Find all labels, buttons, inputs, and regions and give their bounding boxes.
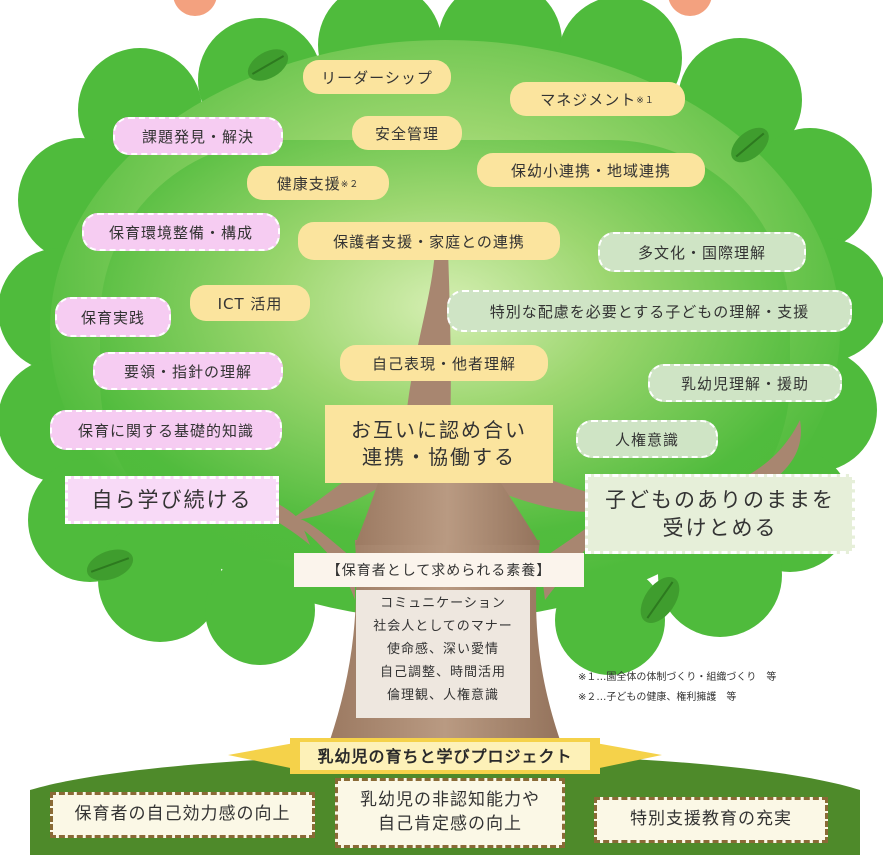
outcome-non-cognitive: 乳幼児の非認知能力や自己肯定感の向上 bbox=[335, 778, 565, 848]
footnote-2: ※２…子どもの健康、権利擁護 等 bbox=[578, 692, 737, 703]
qualities-title: 【保育者として求められる素養】 bbox=[294, 553, 584, 587]
label-human-rights: 人権意識 bbox=[576, 420, 718, 458]
label-special-needs: 特別な配慮を必要とする子どもの理解・支援 bbox=[447, 290, 852, 332]
quality-item: 使命感、深い愛情 bbox=[386, 642, 499, 657]
core-collaborate-line1: お互いに認め合い bbox=[351, 418, 527, 442]
label-infant-understanding: 乳幼児理解・援助 bbox=[648, 364, 842, 402]
footnote-1: ※１…園全体の体制づくり・組織づくり 等 bbox=[578, 672, 777, 683]
core-collaborate-line2: 連携・協働する bbox=[362, 445, 516, 469]
management-note-mark: ※１ bbox=[636, 95, 655, 106]
core-accept-line1: 子どものありのままを bbox=[605, 487, 835, 512]
outcome-non-cognitive-line2: 自己肯定感の向上 bbox=[378, 814, 522, 834]
project-banner-title: 乳幼児の育ちと学びプロジェクト bbox=[317, 747, 573, 766]
quality-item: 倫理観、人権意識 bbox=[386, 688, 499, 703]
health-note-mark: ※２ bbox=[340, 179, 360, 190]
label-kindergarten-link: 保幼小連携・地域連携 bbox=[477, 153, 705, 187]
label-safety: 安全管理 bbox=[352, 116, 462, 150]
label-multicultural: 多文化・国際理解 bbox=[598, 232, 806, 272]
label-ict: ICT 活用 bbox=[190, 285, 310, 321]
label-parent-support: 保護者支援・家庭との連携 bbox=[298, 222, 560, 260]
outcome-non-cognitive-line1: 乳幼児の非認知能力や bbox=[360, 790, 540, 811]
label-management: マネジメント※１ bbox=[510, 82, 685, 116]
quality-item: 社会人としてのマナー bbox=[373, 619, 513, 634]
quality-item: コミュニケーション bbox=[380, 596, 506, 611]
label-self-expression: 自己表現・他者理解 bbox=[340, 345, 548, 381]
label-health-support: 健康支援※２ bbox=[247, 166, 389, 200]
label-problem-solving: 課題発見・解決 bbox=[113, 117, 283, 155]
label-guidelines: 要領・指針の理解 bbox=[93, 352, 283, 390]
core-accept-children: 子どものありのままを受けとめる bbox=[585, 474, 855, 554]
label-environment: 保育環境整備・構成 bbox=[82, 213, 280, 251]
project-banner-ribbon bbox=[228, 738, 662, 774]
top-flower-decoration bbox=[173, 0, 712, 16]
outcome-self-efficacy: 保育者の自己効力感の向上 bbox=[50, 792, 315, 838]
label-leadership: リーダーシップ bbox=[303, 60, 451, 94]
label-basic-knowledge: 保育に関する基礎的知識 bbox=[50, 410, 282, 450]
leaf-icons bbox=[86, 49, 769, 623]
outcome-special-support: 特別支援教育の充実 bbox=[594, 797, 828, 843]
core-keep-learning: 自ら学び続ける bbox=[65, 476, 279, 524]
quality-item: 自己調整、時間活用 bbox=[379, 665, 506, 680]
core-accept-line2: 受けとめる bbox=[662, 516, 778, 540]
label-practice: 保育実践 bbox=[55, 297, 171, 337]
core-collaborate: お互いに認め合い連携・協働する bbox=[325, 405, 553, 483]
qualities-list: コミュニケーション 社会人としてのマナー 使命感、深い愛情 自己調整、時間活用 … bbox=[356, 590, 530, 718]
